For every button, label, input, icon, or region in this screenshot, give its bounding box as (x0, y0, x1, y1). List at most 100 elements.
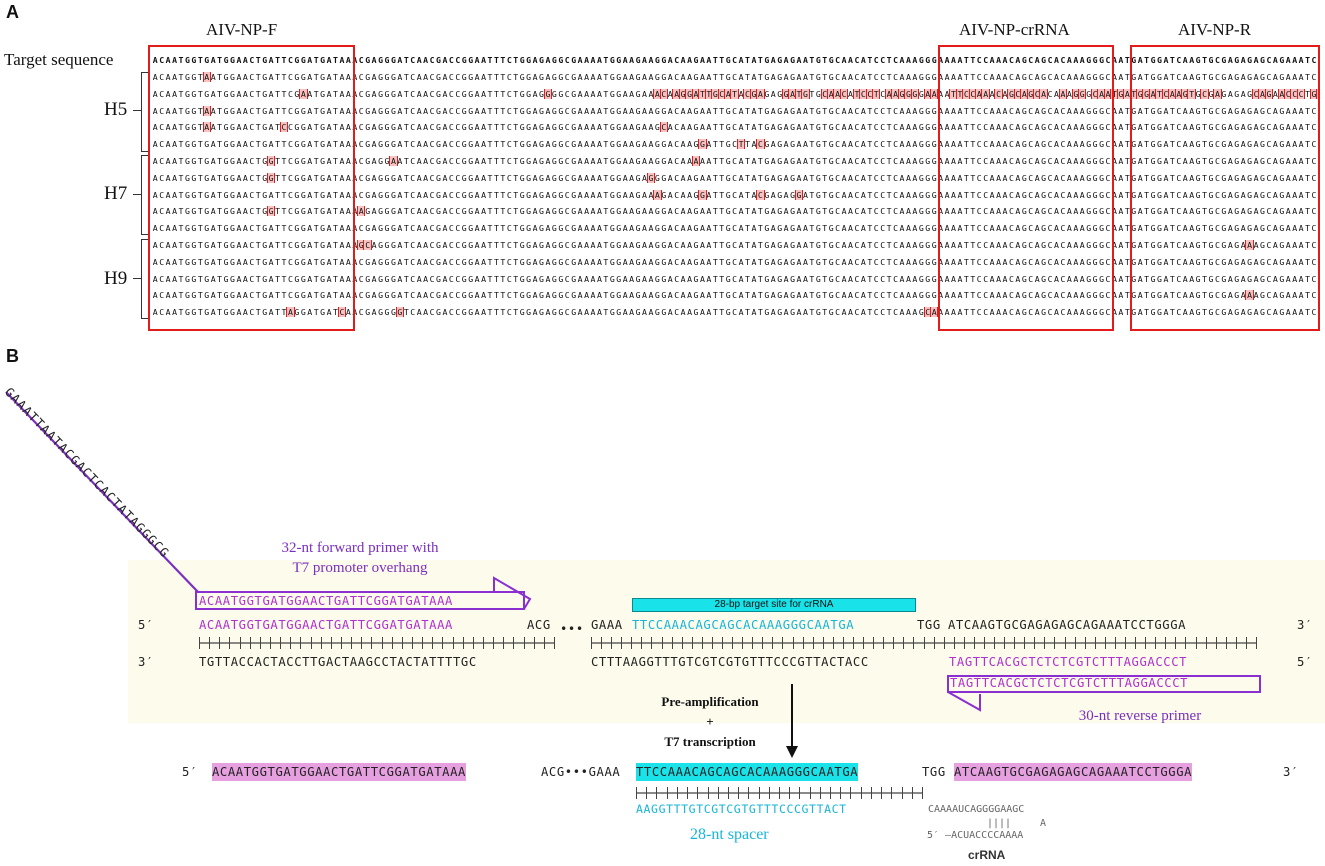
forward-primer-caption-line2: T7 promoter overhang (292, 560, 428, 576)
t7-promoter-overhang: GAAATTAATACGACTCACTATAGGGCG (2, 379, 262, 659)
mismatch-mark: C (962, 88, 971, 99)
mismatch-mark: A (1213, 88, 1222, 99)
mismatch-mark: G (897, 88, 907, 99)
top-strand-head: GAAA (591, 618, 623, 632)
bottom-strand-head: CTTTAAGGTTTGTCGTCGTGTTTCCCGTTACTACC (591, 655, 869, 669)
mismatch-mark: C (659, 88, 669, 99)
mismatch-mark: T (736, 139, 746, 150)
mismatch-mark: C (279, 122, 289, 133)
mismatch-mark: G (904, 88, 913, 99)
mismatch-mark: G (794, 189, 804, 200)
crrna-repeat-top: CAAAAUCAGGGGAAGC (928, 804, 1025, 815)
group-bracket-h7 (141, 155, 148, 235)
bottom-strand-5prime: 5′ (1297, 655, 1313, 669)
crrna-header: AIV-NP-crRNA (959, 20, 1070, 39)
mismatch-mark: G (781, 88, 791, 99)
spacer-sequence: AAGGTTTGTCGTCGTGTTTCCCGTTACT (636, 802, 847, 816)
crrna-repeat-pairs: |||| (987, 818, 1012, 829)
top-strand-mid: TGG (917, 618, 941, 632)
mismatch-mark: G (698, 139, 707, 150)
crrna-target-box (938, 45, 1114, 331)
mismatch-mark: T (949, 88, 958, 99)
process-arrow (786, 684, 798, 758)
mismatch-mark: T (730, 88, 739, 99)
top-strand-dots: ••• (560, 622, 584, 636)
reverse-primer-box (1130, 45, 1320, 331)
mismatch-mark: C (1296, 88, 1306, 99)
group-label-h9: H9 (104, 268, 128, 289)
mismatch-mark: G (1142, 88, 1151, 99)
mismatch-mark: A (1058, 88, 1068, 99)
mismatch-mark: C (1032, 88, 1042, 99)
mismatch-mark: T (1129, 88, 1139, 99)
mismatch-mark: C (859, 88, 868, 99)
group-bracket-h9 (141, 239, 148, 319)
mismatch-mark: A (788, 88, 797, 99)
mismatch-mark: G (266, 156, 276, 166)
mismatch-mark: G (801, 88, 810, 99)
mismatch-mark: C (1283, 88, 1293, 99)
top-strand-3prime: 3′ (1297, 618, 1313, 632)
top-strand-target: TTCCAAACAGCAGCACAAAGGGCAATGA (632, 618, 855, 632)
reverse-primer-caption: 30-nt reverse primer (1078, 708, 1202, 724)
forward-primer-sequence: ACAATGGTGATGGAACTGATTCGGATGATAAA (199, 594, 453, 608)
mismatch-mark: C (1013, 88, 1023, 99)
mismatch-mark: G (910, 88, 920, 99)
forward-primer-box (148, 45, 355, 331)
mismatch-mark: A (1245, 240, 1254, 250)
mismatch-mark: G (1077, 88, 1087, 99)
mismatch-mark: A (1097, 88, 1106, 99)
top-strand-forward-region: ACAATGGTGATGGAACTGATTCGGATGATAAA (199, 618, 453, 632)
mismatch-mark: C (1200, 88, 1209, 99)
double-strand-rungs-left (199, 637, 555, 649)
mismatch-mark: C (839, 88, 849, 99)
mismatch-mark: A (1258, 88, 1267, 99)
top-strand-forward-tail: ACG (527, 618, 551, 632)
mismatch-mark: C (1161, 88, 1171, 99)
bottom-strand-3prime: 3′ (138, 655, 154, 669)
mismatch-mark: T (955, 88, 965, 99)
step-label-t7-transcription: T7 transcription (664, 734, 756, 749)
step-label-preamplification: Pre-amplification (661, 694, 759, 709)
mismatch-mark: A (691, 88, 701, 99)
mismatch-mark: A (826, 88, 836, 99)
mismatch-mark: A (1174, 88, 1184, 99)
mismatch-mark: T (704, 88, 714, 99)
mismatch-mark: T (1187, 88, 1196, 99)
mismatch-mark: G (1116, 88, 1126, 99)
mismatch-mark: G (1264, 88, 1274, 99)
mismatch-mark: G (266, 172, 276, 183)
mismatch-mark: A (929, 307, 939, 318)
mismatch-mark: G (646, 172, 656, 183)
mismatch-mark: A (691, 156, 701, 166)
mismatch-mark: A (974, 88, 984, 99)
mismatch-mark: T (871, 88, 881, 99)
mismatch-mark: C (363, 240, 372, 250)
spacer-caption: 28-nt spacer (690, 826, 769, 843)
mismatch-mark: A (1019, 88, 1029, 99)
crrna-caption: crRNA (968, 848, 1006, 862)
mismatch-mark: A (653, 88, 662, 99)
product-reverse-region: ATCAAGTGCGAGAGAGCAGAAATCCTGGGA (954, 763, 1193, 781)
mismatch-mark: A (653, 189, 662, 200)
mismatch-mark: G (1180, 88, 1190, 99)
mismatch-mark: G (1316, 88, 1318, 99)
reverse-primer-sequence: TAGTTCACGCTCTCTCGTCTTTAGGACCCT (950, 676, 1189, 690)
bottom-strand-left: TGTTACCACTACCTTGACTAAGCCTACTATTTTGC (199, 655, 477, 669)
mismatch-mark: A (1168, 88, 1177, 99)
mismatch-mark: A (202, 122, 212, 133)
mismatch-mark: A (923, 88, 933, 99)
product-forward-region: ACAATGGTGATGGAACTGATTCGGATGATAAA (212, 763, 466, 781)
mismatch-mark: G (356, 240, 366, 250)
mismatch-mark: A (356, 206, 366, 217)
mismatch-mark: C (743, 88, 752, 99)
